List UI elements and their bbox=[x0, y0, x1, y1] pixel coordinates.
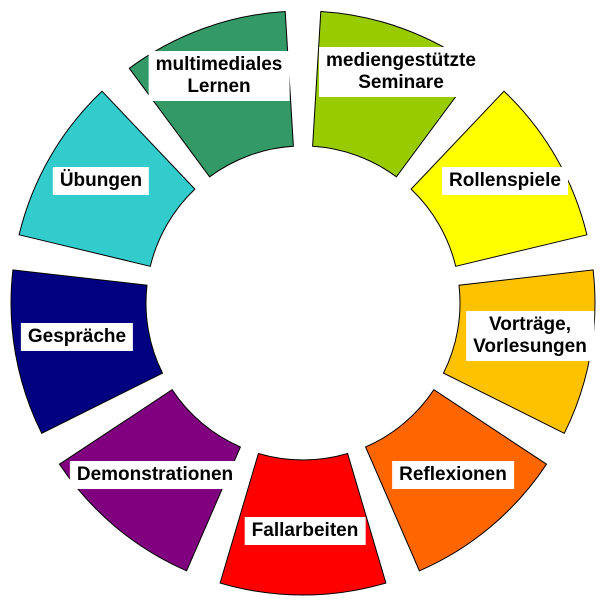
segment-vortraege-vorlesungen bbox=[442, 269, 596, 434]
segment-demonstrationen bbox=[58, 389, 242, 572]
segment-reflexionen bbox=[364, 389, 548, 572]
segment-fallarbeiten bbox=[219, 452, 387, 596]
segment-gespraeche bbox=[10, 269, 164, 434]
